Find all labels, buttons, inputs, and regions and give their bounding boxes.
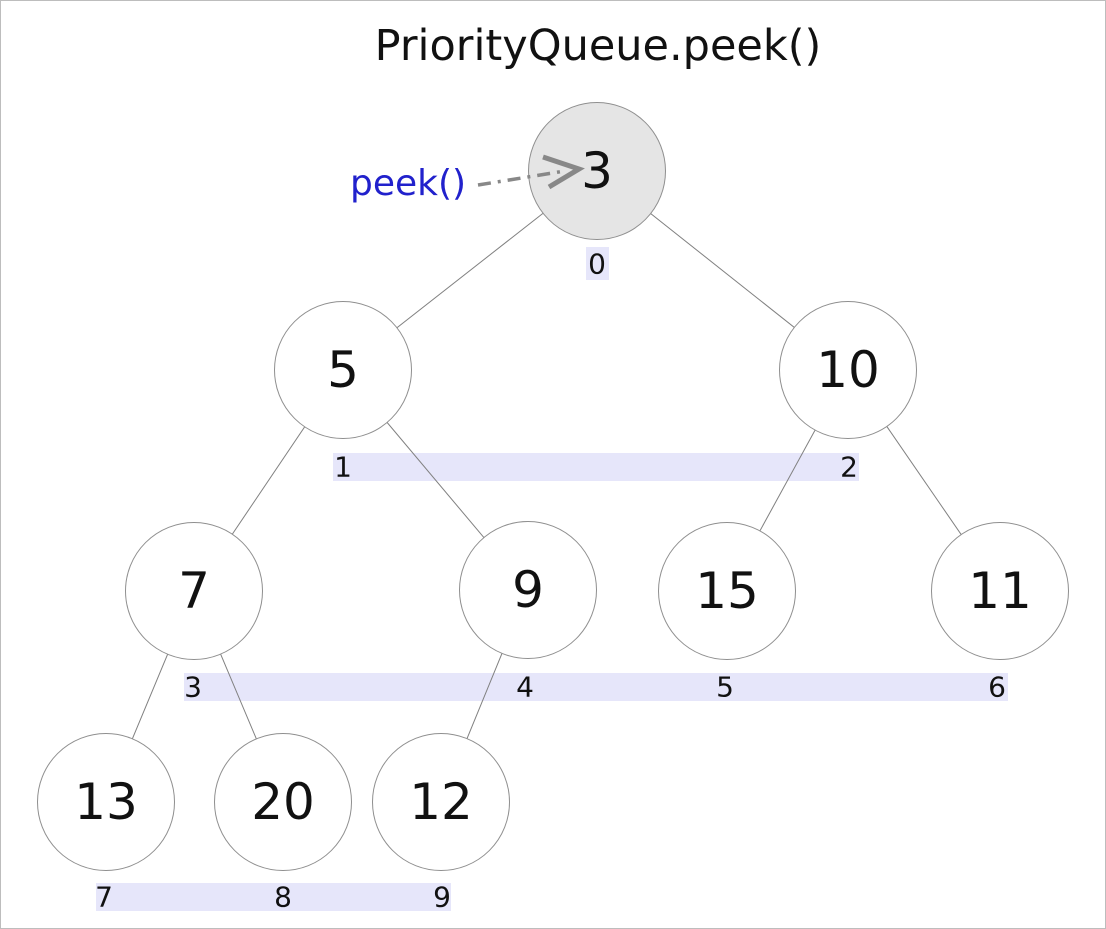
heap-node-7: 13 [37,733,175,871]
index-band-level-0 [586,247,609,280]
heap-node-6-value: 11 [968,562,1032,620]
heap-node-9: 12 [372,733,510,871]
heap-node-6: 11 [931,522,1069,660]
heap-node-9-value: 12 [409,773,473,831]
heap-node-3-value: 7 [178,562,210,620]
heap-node-4: 9 [459,521,597,659]
heap-node-7-value: 13 [74,773,138,831]
heap-node-0: 3 [528,102,666,240]
peek-arrowhead-icon [542,154,585,190]
index-label-3: 3 [184,670,202,704]
heap-node-8-value: 20 [251,773,315,831]
index-band-level-3 [96,883,451,911]
index-band-level-1 [333,453,859,481]
index-label-9: 9 [433,880,451,914]
heap-node-2-value: 10 [816,341,880,399]
index-band-level-2 [184,673,1008,701]
heap-node-2: 10 [779,301,917,439]
index-label-1: 1 [334,450,352,484]
index-label-7: 7 [95,880,113,914]
peek-annotation: peek() [350,163,467,204]
heap-node-1-value: 5 [327,341,359,399]
heap-node-5: 15 [658,522,796,660]
index-label-5: 5 [716,670,734,704]
index-label-6: 6 [988,670,1006,704]
index-label-4: 4 [516,670,534,704]
heap-node-4-value: 9 [512,561,544,619]
index-label-0: 0 [588,247,606,281]
index-label-2: 2 [840,450,858,484]
heap-node-3: 7 [125,522,263,660]
heap-node-8: 20 [214,733,352,871]
heap-node-5-value: 15 [695,562,759,620]
diagram-title: PriorityQueue.peek() [374,21,822,71]
index-label-8: 8 [274,880,292,914]
heap-node-0-value: 3 [581,142,613,200]
heap-node-1: 5 [274,301,412,439]
